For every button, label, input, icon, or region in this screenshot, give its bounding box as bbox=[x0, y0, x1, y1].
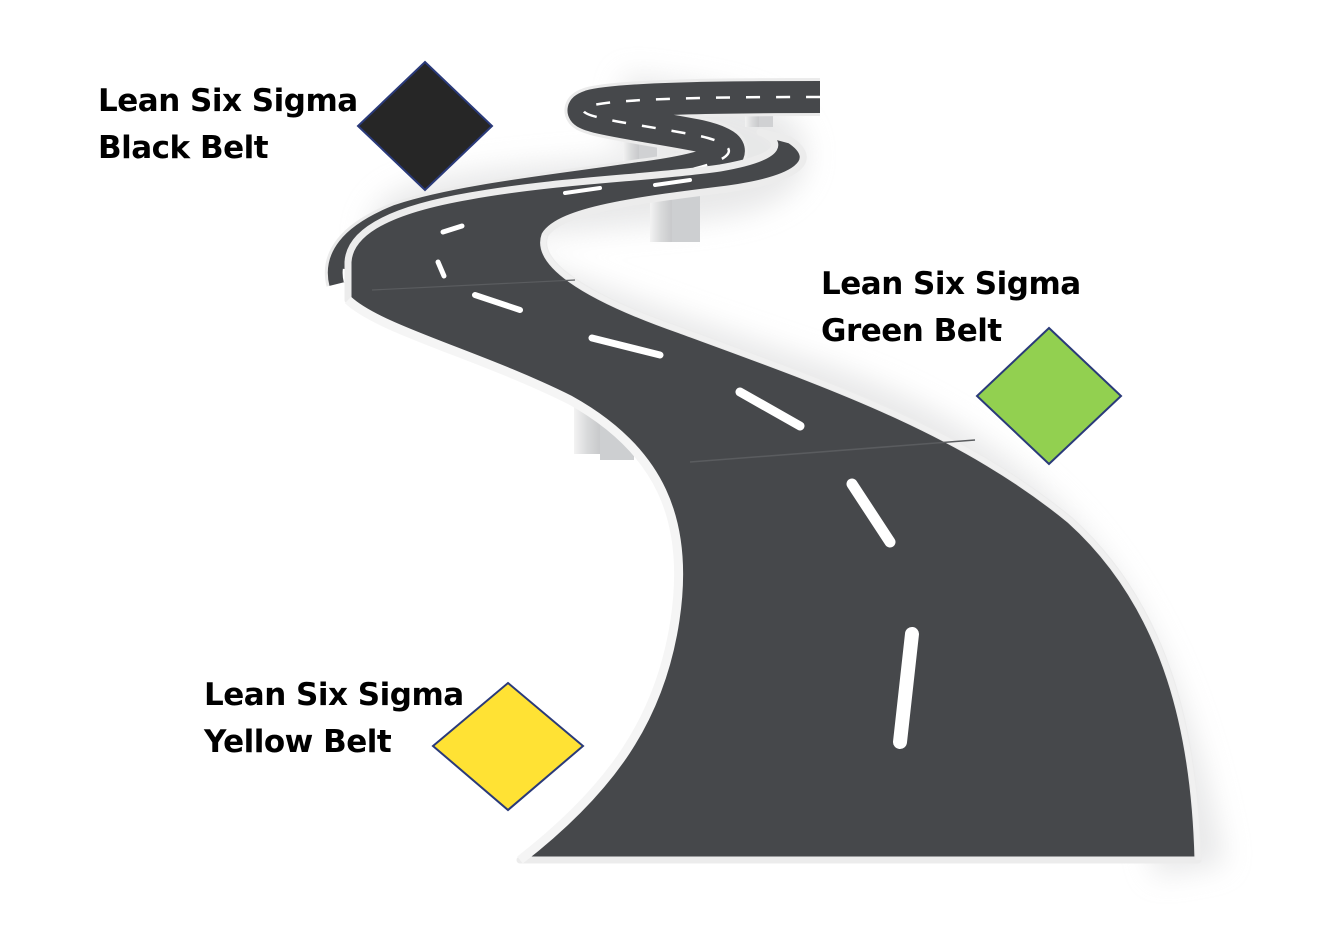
yellow-belt-label-line2: Yellow Belt bbox=[204, 724, 392, 760]
green-belt-diamond bbox=[975, 326, 1123, 466]
pillar bbox=[672, 196, 700, 242]
road-joint bbox=[689, 439, 976, 463]
road-joint bbox=[371, 279, 576, 291]
green-belt-label-line2: Green Belt bbox=[821, 313, 1002, 349]
yellow-belt-label: Lean Six Sigma Yellow Belt bbox=[204, 672, 464, 766]
lane-dash bbox=[846, 478, 896, 548]
road-inner-edge bbox=[344, 296, 684, 864]
black-belt-label-line1: Lean Six Sigma bbox=[98, 83, 358, 119]
black-belt-label-line2: Black Belt bbox=[98, 130, 269, 166]
lane-dash bbox=[440, 223, 465, 235]
lane-dash bbox=[735, 387, 805, 431]
lane-dash bbox=[588, 334, 664, 359]
green-belt-label-line1: Lean Six Sigma bbox=[821, 266, 1081, 302]
black-belt-diamond bbox=[356, 60, 494, 192]
lane-dash bbox=[653, 178, 692, 187]
lane-dash bbox=[472, 292, 523, 313]
lane-dash bbox=[893, 627, 919, 749]
lane-dash bbox=[435, 259, 447, 279]
green-belt-label: Lean Six Sigma Green Belt bbox=[821, 261, 1081, 355]
lane-dash bbox=[563, 186, 602, 195]
pillar bbox=[650, 196, 672, 242]
yellow-belt-diamond bbox=[431, 681, 585, 812]
lane-markings-main bbox=[435, 178, 919, 749]
black-belt-label: Lean Six Sigma Black Belt bbox=[98, 78, 358, 172]
yellow-belt-label-line1: Lean Six Sigma bbox=[204, 677, 464, 713]
